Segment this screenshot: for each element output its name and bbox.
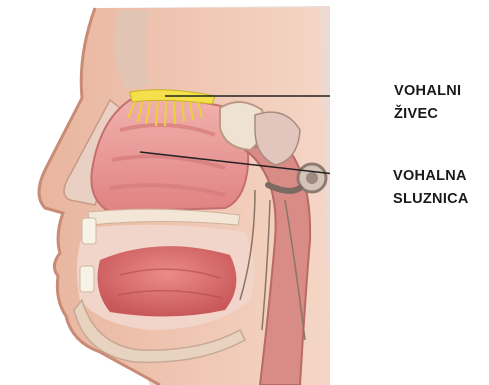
ear-canal-inner bbox=[306, 172, 318, 184]
lower-teeth bbox=[80, 266, 94, 292]
label-olfactory-nerve: VOHALNI ŽIVEC bbox=[394, 80, 461, 126]
label-olfactory-nerve-line1: VOHALNI bbox=[394, 80, 461, 103]
label-olfactory-nerve-line2: ŽIVEC bbox=[394, 103, 461, 126]
tongue bbox=[98, 246, 237, 316]
upper-teeth bbox=[82, 218, 96, 244]
label-olfactory-mucosa-line1: VOHALNA bbox=[393, 165, 469, 188]
label-olfactory-mucosa-line2: SLUZNICA bbox=[393, 188, 469, 211]
label-olfactory-mucosa: VOHALNA SLUZNICA bbox=[393, 165, 469, 211]
